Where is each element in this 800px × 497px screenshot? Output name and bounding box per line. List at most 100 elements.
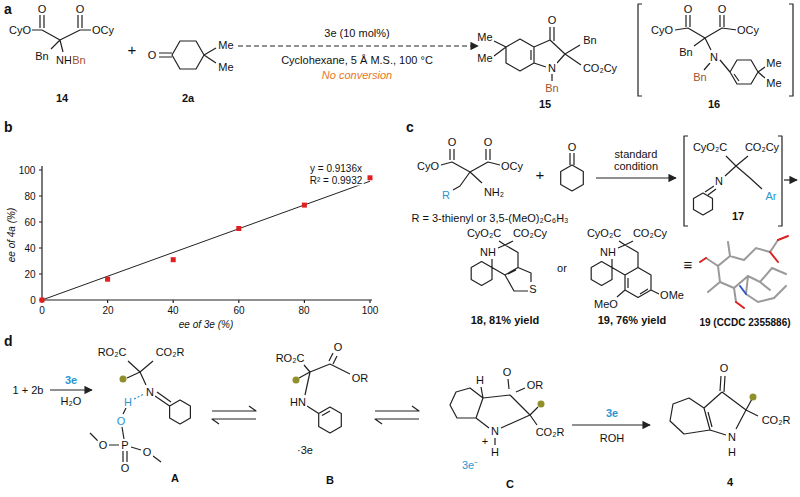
chem-label: Bn (34, 50, 49, 62)
structure-4 (670, 376, 758, 435)
catalyst-label: 3e (64, 374, 78, 386)
dashed-reaction-arrow (238, 45, 478, 46)
data-point (302, 203, 307, 208)
chem-label: O (98, 439, 109, 451)
chem-label: CyO (416, 160, 440, 172)
chem-label: N (547, 62, 557, 74)
chem-label: O (483, 136, 494, 148)
chem-label: 1 + 2b (12, 384, 45, 396)
chem-label: CO₂R (155, 346, 186, 358)
chem-label: H (490, 446, 500, 458)
axis-title: ee of 4a (%) (6, 207, 17, 263)
crystal-structure (700, 236, 788, 308)
chem-label: + (481, 435, 489, 447)
chem-label: ·3e (296, 444, 314, 456)
chem-label: N (727, 431, 737, 443)
crystal-bonds (706, 240, 786, 302)
chem-label: ROH (599, 432, 625, 444)
chem-label: N (714, 175, 724, 187)
chem-label: O (717, 3, 728, 15)
chem-label: CyO₂C (586, 227, 622, 239)
axis-tick: 80 (297, 305, 310, 316)
equilibrium-arrows (375, 406, 419, 424)
compound-number: 16 (707, 98, 721, 110)
bond-lines (32, 4, 797, 462)
chem-label: CyO (8, 24, 32, 36)
axis-tick: R² = 0.9932 (309, 175, 364, 186)
highlight-label: 3e⁻ (461, 459, 479, 471)
compound-number: B (325, 474, 335, 486)
chem-label: 3e (10 mol%) (323, 27, 390, 39)
equilibrium-arrows (212, 406, 256, 424)
structure-2a (159, 41, 216, 69)
chem-label: N (709, 51, 719, 63)
reaction-arrow (784, 179, 797, 180)
chem-label: O (683, 3, 694, 15)
chem-label: R = 3-thienyl or 3,5-(MeO)₂C₆H₃ (410, 212, 569, 224)
structure-18 (471, 241, 531, 291)
reaction-arrow (572, 424, 650, 425)
benzyl-group: Bn (71, 54, 86, 66)
chem-label: CO₂R (535, 426, 566, 438)
data-point (40, 298, 45, 303)
chem-label: NH (599, 246, 617, 258)
chem-label: OCy (91, 24, 115, 36)
chem-label: CyO₂C (692, 141, 728, 153)
chem-label: P (120, 439, 129, 451)
chem-label: CO₂Cy (582, 62, 618, 74)
chem-label: O (37, 3, 48, 15)
axis-tick: 100 (361, 305, 380, 316)
chem-label: O (447, 136, 458, 148)
structure-cyclohexanone (561, 153, 584, 191)
data-point (236, 226, 241, 231)
reaction-arrow (50, 389, 92, 390)
chem-label: H (727, 446, 737, 458)
structure-A (90, 361, 190, 462)
chem-label: O (547, 14, 558, 26)
chem-label: CO₂Cy (632, 227, 668, 239)
structure-17 (694, 156, 763, 215)
chem-label: OCy (736, 24, 760, 36)
chem-label: Bn (678, 46, 693, 58)
substituent-dots (120, 376, 757, 408)
compound-number: 15 (538, 98, 552, 110)
chem-label: Cyclohexane, 5 Å M.S., 100 °C (280, 54, 434, 66)
chem-label: O (502, 366, 513, 378)
compound-number: 14 (55, 92, 69, 104)
compound-number: 2a (181, 92, 195, 104)
crystal-nitrogen (740, 286, 746, 294)
axis-tick: 20 (101, 305, 114, 316)
compound-number: 19, 76% yield (597, 314, 668, 326)
axis-tick: 20 (23, 269, 36, 280)
crystal-caption: 19 (CCDC 2355886) (698, 317, 791, 328)
chem-label: O (120, 462, 131, 474)
reaction-arrow (596, 177, 676, 178)
chem-label: Me (476, 52, 493, 64)
structure-16 (675, 15, 765, 84)
structure-19 (591, 241, 659, 298)
chem-label: NH (55, 54, 73, 66)
hydrogen-bond (134, 394, 144, 399)
chem-label: O (142, 446, 153, 458)
chem-label: S (528, 283, 537, 295)
chem-label: H₂O (60, 395, 83, 407)
substituent-dot (293, 377, 300, 384)
panel-letter: b (3, 120, 14, 135)
axis-tick: 0 (38, 305, 46, 316)
compound-number: 18, 81% yield (470, 314, 541, 326)
axis-tick: y = 0.9136x (309, 163, 363, 174)
chem-label: Bn (582, 34, 597, 46)
chem-label: OMe (659, 289, 685, 301)
axis-tick: 0 (29, 295, 37, 306)
chem-label: N (145, 386, 155, 398)
benzyl-group: Bn (692, 71, 707, 83)
substituent-dot (538, 401, 545, 408)
chem-label: RO₂C (275, 352, 306, 364)
substituent-dot (120, 376, 127, 383)
structure-15 (494, 27, 581, 81)
axis-tick: 80 (23, 191, 36, 202)
highlight-label: Ar (765, 190, 778, 202)
chem-label: H (475, 374, 485, 386)
bracket (638, 4, 793, 96)
